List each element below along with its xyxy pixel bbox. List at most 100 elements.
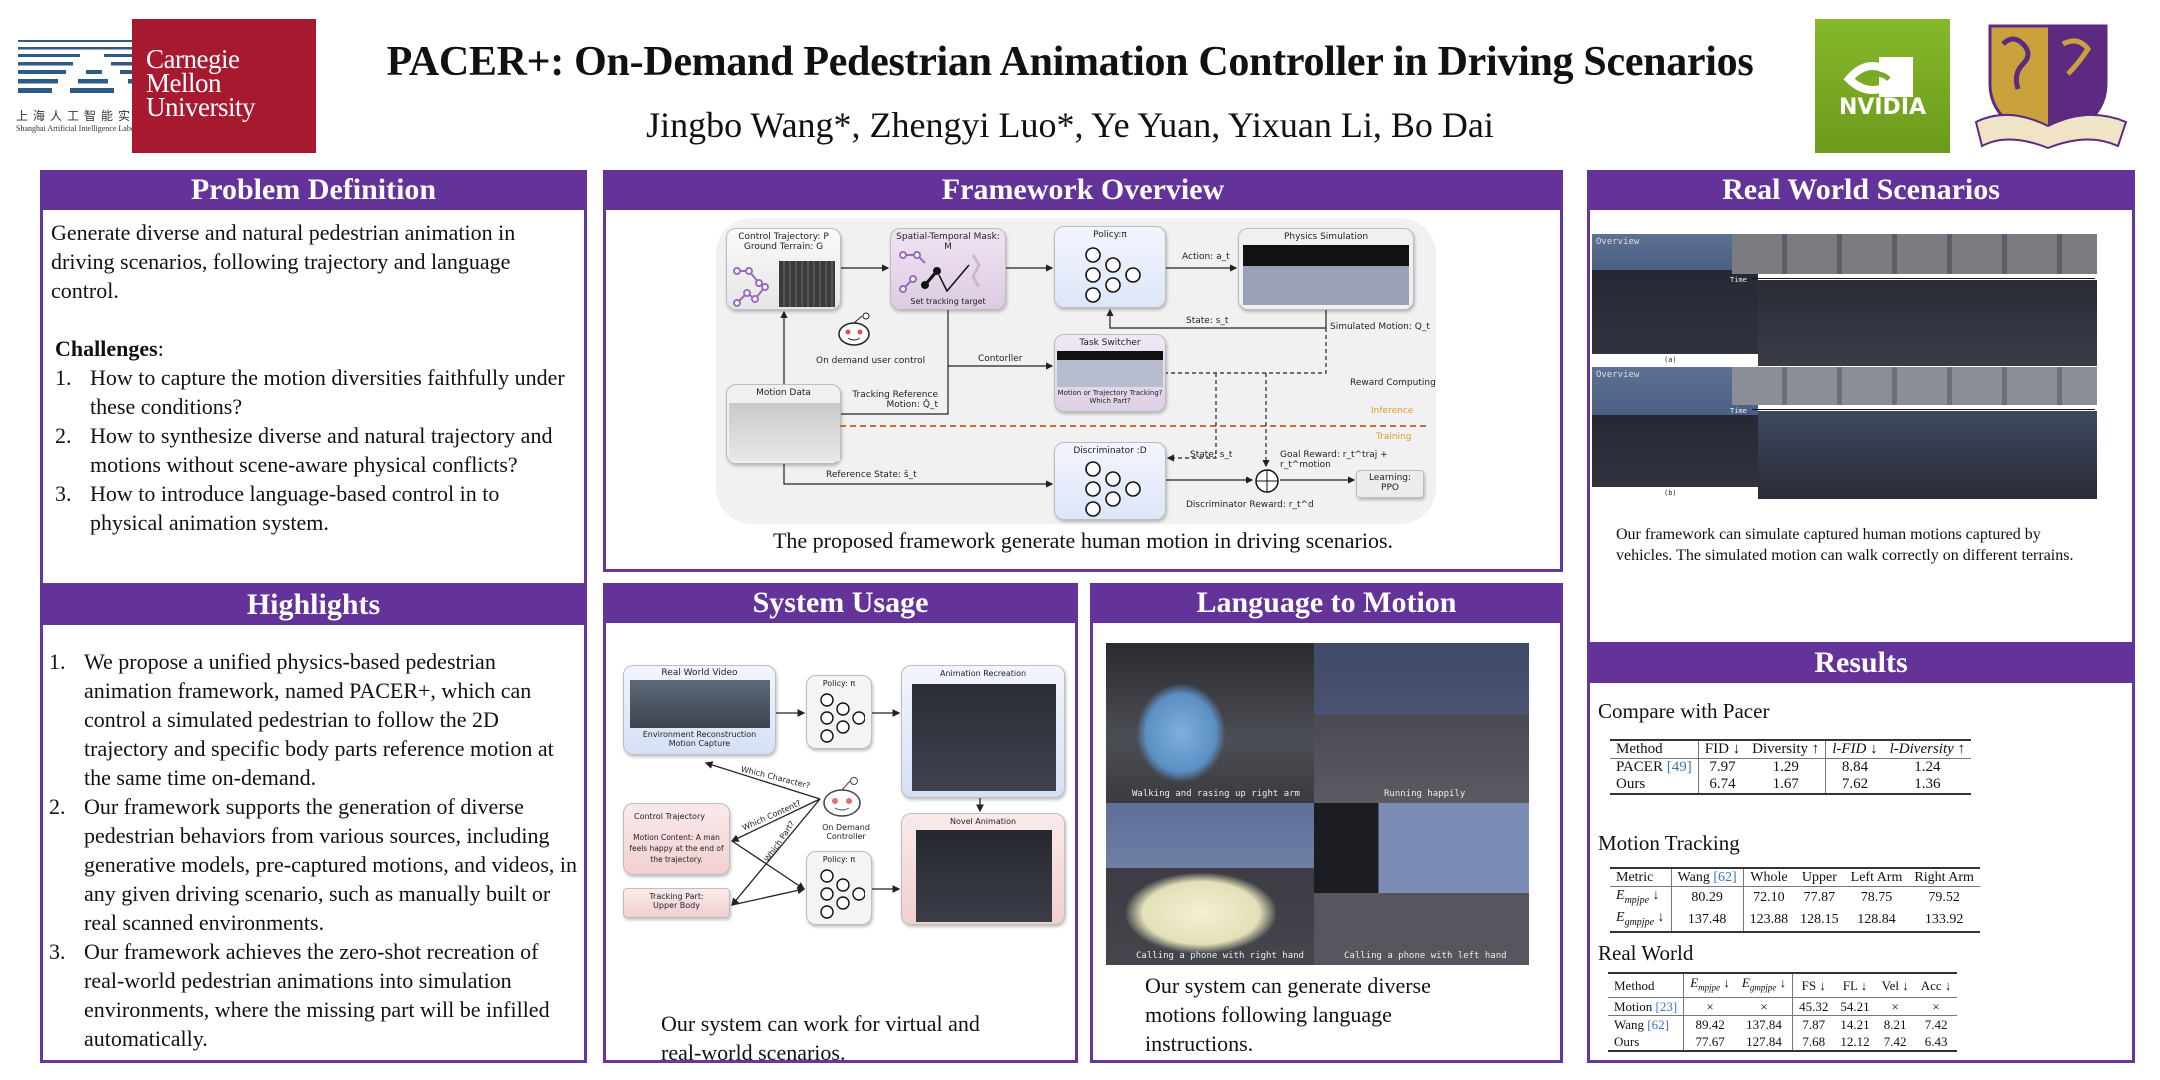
- value-cell: 123.88: [1743, 908, 1795, 933]
- value-cell: 7.97: [1709, 759, 1736, 775]
- training-label: Training: [1376, 432, 1412, 442]
- framework-overview-panel: Framework Overview Control Trajectory: P…: [603, 170, 1563, 572]
- cmu-logo-line2: Mellon: [146, 68, 222, 98]
- compare-table: Method FID ↓ Diversity ↑ l-FID ↓ l-Diver…: [1610, 739, 1972, 795]
- list-item: 1.How to capture the motion diversities …: [55, 363, 576, 421]
- state2-label: State: s_t: [1190, 450, 1233, 460]
- physics-label: Physics Simulation: [1283, 232, 1369, 242]
- list-number: 2.: [49, 794, 66, 819]
- learning-ppo-box: Learning:PPO: [1356, 470, 1424, 498]
- col-header: Egmpjpe ↓: [1735, 971, 1794, 998]
- col-header: l-FID ↓: [1825, 739, 1884, 759]
- subfig-a-label: (a): [1664, 356, 1677, 364]
- language-image-grid: Walking and rasing up right arm Running …: [1106, 643, 1529, 965]
- value-cell: 72.10: [1753, 890, 1785, 906]
- action-label: Action: a_t: [1182, 252, 1230, 262]
- real-world-caption: Our framework can simulate captured huma…: [1616, 526, 2074, 564]
- motion-content-label: Motion Content: A man feels happy at the…: [629, 833, 724, 864]
- list-text: Our framework achieves the zero-shot rec…: [84, 939, 550, 1051]
- list-number: 1.: [55, 365, 72, 390]
- control-trajectory-box: Control Trajectory Motion Content: A man…: [623, 803, 730, 875]
- usage-caption: Our system can work for virtual and real…: [661, 1011, 980, 1065]
- col-header: Diversity ↑: [1746, 739, 1827, 759]
- value-cell: 12.12: [1834, 1032, 1876, 1052]
- value-cell: 137.84: [1735, 1015, 1794, 1033]
- animation-recreation-box: Animation Recreation: [901, 665, 1065, 798]
- value-cell: 79.52: [1928, 890, 1960, 906]
- col-header: Method: [1608, 971, 1685, 998]
- value-cell: 89.42: [1695, 1016, 1725, 1032]
- value-cell: 7.42: [1924, 1016, 1948, 1032]
- col-header: Vel ↓: [1875, 971, 1915, 998]
- subfig-b-label: (b): [1664, 489, 1677, 497]
- panel-heading: Highlights: [40, 585, 587, 625]
- discriminator-label: Discriminator :D: [1073, 446, 1147, 456]
- value-cell: 14.21: [1840, 1016, 1870, 1032]
- value-cell: 1.24: [1914, 759, 1941, 775]
- sail-cn-name: 上海人工智能实验室: [16, 109, 170, 123]
- discriminator-box: Discriminator :D: [1054, 442, 1166, 520]
- col-header: Wang [62]: [1671, 867, 1744, 887]
- value-cell: 7.42: [1875, 1032, 1915, 1052]
- panel-heading: Framework Overview: [603, 170, 1563, 210]
- motion-data-image: [729, 403, 840, 461]
- list-text: How to synthesize diverse and natural tr…: [90, 423, 553, 477]
- anim-recreation-label: Animation Recreation: [939, 669, 1027, 678]
- citation-link[interactable]: [49]: [1666, 759, 1692, 775]
- real-video-image: [630, 680, 770, 728]
- citation-link[interactable]: [62]: [1713, 870, 1737, 885]
- list-item: 3.How to introduce language-based contro…: [55, 479, 576, 537]
- table-header-row: Metric Wang [62] Whole Upper Left Arm Ri…: [1610, 867, 1980, 887]
- disc-reward-label: Discriminator Reward: r_t^d: [1186, 500, 1314, 510]
- value-cell: 8.21: [1883, 1016, 1907, 1032]
- language-tile: Walking and rasing up right arm: [1106, 643, 1314, 803]
- value-cell: 77.67: [1683, 1032, 1736, 1052]
- citation-link[interactable]: [62]: [1647, 1016, 1669, 1032]
- sail-en-name: Shanghai Artificial Intelligence Laborat…: [16, 124, 154, 133]
- cmu-logo-line3: University: [146, 92, 256, 122]
- time-label: Time: [1730, 276, 1747, 284]
- method-cell: Ours: [1608, 1032, 1685, 1052]
- cmu-logo-line1: Carnegie: [146, 44, 240, 74]
- list-number: 3.: [49, 939, 66, 964]
- figures-cream: [1126, 873, 1276, 953]
- col-header: Whole: [1743, 867, 1795, 887]
- anim-recreation-image: [912, 684, 1056, 791]
- value-cell: 1.67: [1746, 776, 1827, 795]
- col-header: Metric: [1610, 867, 1672, 887]
- diagram-arrows: [780, 264, 1356, 488]
- value-cell: 6.43: [1914, 1032, 1958, 1052]
- controller-label: Contorller: [978, 354, 1023, 364]
- task-switcher-box: Task Switcher Motion or Trajectory Track…: [1054, 334, 1166, 412]
- neural-net-icon: [820, 693, 865, 743]
- citation-link[interactable]: [23]: [1655, 998, 1678, 1014]
- time-label: Time: [1730, 407, 1747, 415]
- real-world-video-box: Real World Video Environment Reconstruct…: [623, 665, 776, 755]
- value-cell: 80.29: [1671, 886, 1744, 909]
- motion-data-label: Motion Data: [756, 388, 811, 398]
- value-cell: 54.21: [1834, 997, 1876, 1016]
- list-item: 2.How to synthesize diverse and natural …: [55, 421, 576, 479]
- nvidia-eye-icon: [1843, 57, 1913, 97]
- set-target-label: Set tracking target: [910, 297, 986, 306]
- policy-bottom-box: Policy: π: [806, 851, 872, 925]
- table-row: Empjpe ↓ 80.29 72.10 77.87 78.75 79.52: [1610, 886, 1980, 909]
- col-header: l-Diversity ↑: [1883, 739, 1972, 759]
- reference-state-label: Reference State: ŝ_t: [826, 470, 917, 480]
- control-traj-label: Control Trajectory: [634, 812, 705, 821]
- table-row: Wang [62] 89.42 137.84 7.87 14.21 8.21 7…: [1608, 1015, 1957, 1033]
- panel-heading: Real World Scenarios: [1587, 170, 2135, 210]
- list-number: 1.: [49, 649, 66, 674]
- physics-sim-image: [1243, 245, 1409, 305]
- col-header: Right Arm: [1908, 867, 1980, 887]
- metric-cell: Egmpjpe ↓: [1610, 908, 1672, 933]
- col-header: FS ↓: [1792, 971, 1835, 998]
- language-caption: Our system can generate diverse motions …: [1145, 973, 1431, 1056]
- neural-net-icon: [1085, 247, 1141, 303]
- table-header-row: Method Empjpe ↓ Egmpjpe ↓ FS ↓ FL ↓ Vel …: [1608, 971, 1958, 998]
- table-header-row: Method FID ↓ Diversity ↑ l-FID ↓ l-Diver…: [1610, 739, 1972, 759]
- col-header: FL ↓: [1834, 971, 1876, 998]
- highlights-list: 1.We propose a unified physics-based ped…: [49, 647, 578, 1053]
